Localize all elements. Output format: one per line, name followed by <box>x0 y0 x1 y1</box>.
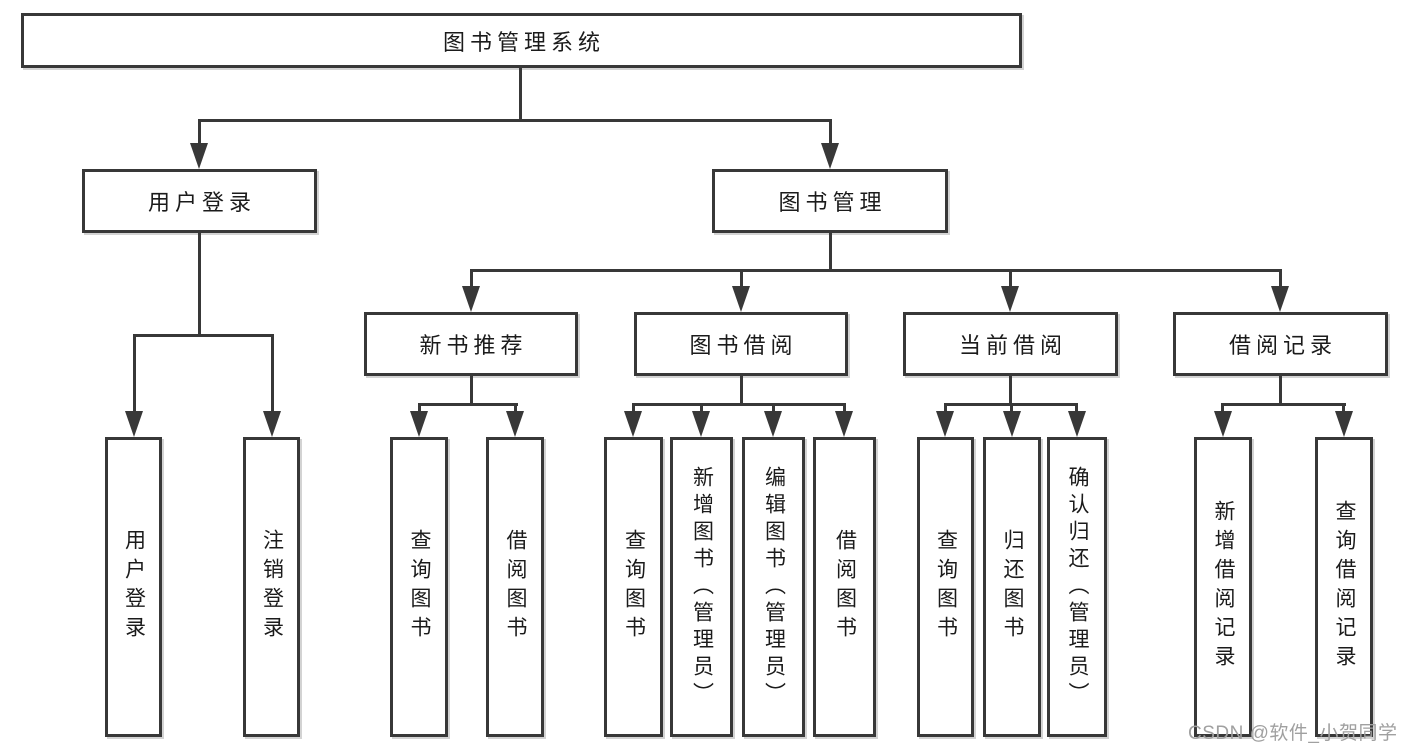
leaf-add-borrow-record-label: 新增借阅记录 <box>1212 500 1235 674</box>
connector-stem-return-books <box>1010 403 1013 413</box>
node-user-login: 用户登录 <box>82 169 317 233</box>
leaf-query-books-recommend: 查询图书 <box>390 437 448 737</box>
leaf-user-login-label: 用户登录 <box>122 529 146 645</box>
node-book-borrowing-label: 图书借阅 <box>689 333 798 358</box>
connector-book-management-hline <box>470 269 1282 272</box>
node-new-book-recommend: 新书推荐 <box>364 312 578 376</box>
connector-book-borrowing-hline <box>632 403 846 406</box>
connector-book-borrowing-vline <box>740 376 743 406</box>
node-borrow-records-label: 借阅记录 <box>1228 333 1337 358</box>
connector-new-book-recommend-vline <box>470 376 473 406</box>
connector-stem-query-books-recommend <box>418 403 421 413</box>
leaf-confirm-return-admin-label: 确认归还（管理员） <box>1066 465 1089 709</box>
connector-stem-confirm-return <box>1075 403 1078 413</box>
leaf-logout-login: 注销登录 <box>243 437 300 737</box>
arrowhead-edit-books <box>764 411 782 437</box>
connector-stem-query-books-current <box>944 403 947 413</box>
connector-stem-query-books-borrowing <box>632 403 635 413</box>
arrowhead-query-books-borrowing <box>624 411 642 437</box>
connector-stem-book-management <box>829 119 832 145</box>
connector-stem-book-borrowing <box>740 269 743 288</box>
leaf-logout-login-label: 注销登录 <box>260 529 284 645</box>
node-book-management: 图书管理 <box>712 169 948 233</box>
leaf-edit-books-admin-label: 编辑图书（管理员） <box>762 465 786 709</box>
arrowhead-leaf-logout <box>263 411 281 437</box>
arrowhead-query-books-recommend <box>410 411 428 437</box>
leaf-borrow-books-recommend-label: 借阅图书 <box>504 529 527 645</box>
connector-user-login-vline <box>198 233 201 337</box>
connector-borrow-records-hline <box>1222 403 1346 406</box>
connector-stem-user-login <box>198 119 201 145</box>
connector-stem-borrow-books-recommend <box>514 403 517 413</box>
arrowhead-current-borrowing <box>1001 286 1019 312</box>
leaf-return-books: 归还图书 <box>983 437 1041 737</box>
arrowhead-leaf-user-login <box>125 411 143 437</box>
leaf-query-books-current: 查询图书 <box>917 437 974 737</box>
connector-root-vline <box>519 68 522 120</box>
leaf-user-login: 用户登录 <box>105 437 162 737</box>
connector-stem-query-borrow-record <box>1342 403 1345 413</box>
connector-new-book-recommend-hline <box>418 403 518 406</box>
connector-stem-current-borrowing <box>1009 269 1012 288</box>
leaf-confirm-return-admin: 确认归还（管理员） <box>1047 437 1107 737</box>
connector-book-management-vline <box>829 233 832 271</box>
connector-stem-add-borrow-record <box>1221 403 1224 413</box>
arrowhead-query-borrow-record <box>1335 411 1353 437</box>
leaf-return-books-label: 归还图书 <box>1001 529 1024 645</box>
connector-stem-leaf-logout <box>271 334 274 413</box>
leaf-query-books-recommend-label: 查询图书 <box>408 529 431 645</box>
leaf-add-books-admin-label: 新增图书（管理员） <box>690 465 714 709</box>
connector-stem-edit-books <box>772 403 775 413</box>
arrowhead-borrow-books-recommend <box>506 411 524 437</box>
connector-current-borrowing-vline <box>1009 376 1012 406</box>
arrowhead-user-login <box>190 143 208 169</box>
leaf-add-books-admin: 新增图书（管理员） <box>670 437 733 737</box>
node-current-borrowing: 当前借阅 <box>903 312 1118 376</box>
connector-user-login-hline <box>133 334 274 337</box>
arrowhead-borrow-records <box>1271 286 1289 312</box>
leaf-query-borrow-record: 查询借阅记录 <box>1315 437 1373 737</box>
leaf-query-borrow-record-label: 查询借阅记录 <box>1333 500 1356 674</box>
node-borrow-records: 借阅记录 <box>1173 312 1388 376</box>
connector-stem-borrow-books-borrowing <box>843 403 846 413</box>
leaf-add-borrow-record: 新增借阅记录 <box>1194 437 1252 737</box>
arrowhead-book-management <box>821 143 839 169</box>
connector-stem-leaf-user-login <box>133 334 136 413</box>
connector-stem-add-books <box>700 403 703 413</box>
node-current-borrowing-label: 当前借阅 <box>958 333 1067 358</box>
leaf-borrow-books-recommend: 借阅图书 <box>486 437 544 737</box>
leaf-query-books-borrowing-label: 查询图书 <box>622 529 646 645</box>
leaf-query-books-borrowing: 查询图书 <box>604 437 663 737</box>
arrowhead-borrow-books-borrowing <box>835 411 853 437</box>
arrowhead-book-borrowing <box>732 286 750 312</box>
connector-stem-borrow-records <box>1279 269 1282 288</box>
leaf-edit-books-admin: 编辑图书（管理员） <box>742 437 805 737</box>
arrowhead-query-books-current <box>936 411 954 437</box>
leaf-borrow-books-borrowing: 借阅图书 <box>813 437 876 737</box>
node-library-system-label: 图书管理系统 <box>442 29 605 55</box>
connector-borrow-records-vline <box>1279 376 1282 406</box>
arrowhead-confirm-return <box>1068 411 1086 437</box>
arrowhead-add-borrow-record <box>1214 411 1232 437</box>
arrowhead-return-books <box>1003 411 1021 437</box>
csdn-watermark: CSDN @软件_小贺同学 <box>1188 723 1398 744</box>
connector-root-hline <box>198 119 832 122</box>
node-book-management-label: 图书管理 <box>778 190 887 215</box>
arrowhead-new-book-recommend <box>462 286 480 312</box>
connector-stem-new-book-recommend <box>470 269 473 288</box>
leaf-query-books-current-label: 查询图书 <box>934 529 958 645</box>
node-user-login-label: 用户登录 <box>147 190 256 215</box>
arrowhead-add-books <box>692 411 710 437</box>
node-book-borrowing: 图书借阅 <box>634 312 848 376</box>
node-library-system: 图书管理系统 <box>21 13 1022 68</box>
leaf-borrow-books-borrowing-label: 借阅图书 <box>833 529 857 645</box>
node-new-book-recommend-label: 新书推荐 <box>419 333 528 358</box>
